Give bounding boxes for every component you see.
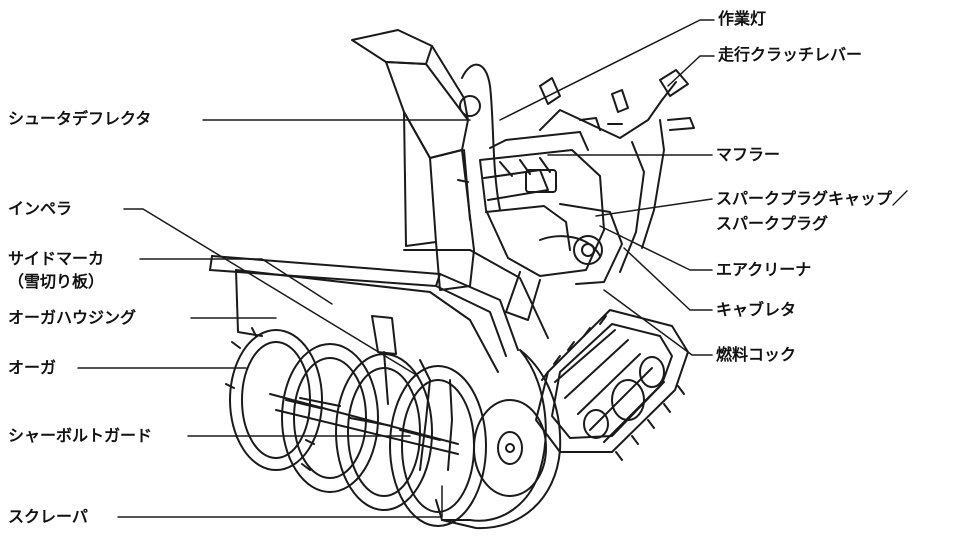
label-shear-bolt-guard: シャーボルトガード: [8, 426, 153, 445]
leader-work-light: [499, 19, 715, 121]
label-side-marker: サイドマーカ: [8, 249, 105, 268]
label-muffler: マフラー: [716, 145, 781, 164]
leader-fuel-cock: [603, 289, 713, 356]
label-impeller: インペラ: [8, 199, 73, 218]
label-carburetor: キャブレタ: [716, 300, 797, 319]
leader-clutch-lever: [667, 55, 715, 87]
augers: [225, 327, 487, 527]
engine: [479, 131, 623, 321]
label-chute-deflector: シュータデフレクタ: [8, 109, 152, 128]
leader-air-cleaner: [599, 225, 713, 271]
label-air-cleaner: エアクリーナ: [716, 260, 812, 279]
leader-side-marker: [139, 258, 333, 305]
crawler-track: [535, 309, 689, 461]
leader-spark-plug: [595, 198, 713, 217]
handlebars: [539, 69, 695, 273]
label-work-light: 作業灯: [718, 9, 767, 28]
label-snow-cutter-plate: （雪切り板）: [8, 272, 105, 291]
label-fuel-cock: 燃料コック: [716, 345, 797, 364]
chute: [351, 29, 501, 291]
leader-lines: [77, 19, 715, 518]
label-spark-plug: スパークプラグ: [716, 214, 829, 233]
label-scraper: スクレーパ: [8, 507, 88, 526]
leader-carburetor: [623, 247, 713, 311]
label-auger-housing: オーガハウジング: [8, 308, 137, 327]
label-auger: オーガ: [8, 358, 57, 377]
leader-impeller: [123, 208, 419, 377]
label-spark-plug-cap: スパークプラグキャップ／: [716, 189, 909, 208]
leader-scraper: [117, 485, 443, 518]
auger-housing: [209, 249, 562, 530]
label-travel-clutch-lever: 走行クラッチレバー: [718, 45, 863, 64]
